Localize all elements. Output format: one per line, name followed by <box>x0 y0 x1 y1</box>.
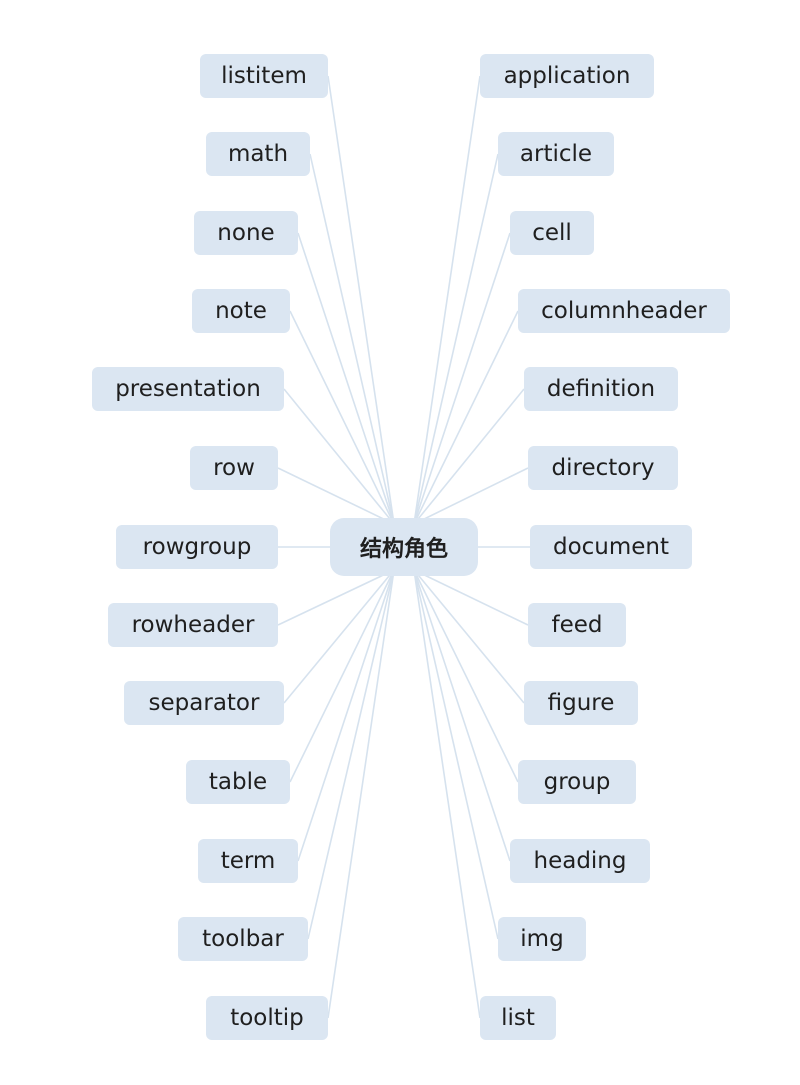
connector-line <box>413 467 529 525</box>
connector-line <box>327 75 395 525</box>
connector-line <box>413 569 511 862</box>
connector-line <box>413 569 525 704</box>
connector-line <box>413 569 529 626</box>
node-label: toolbar <box>202 925 284 952</box>
center-node: 结构角色 <box>330 518 478 576</box>
node-label: document <box>552 533 670 560</box>
connector-line <box>413 388 525 525</box>
connector-line <box>297 569 395 862</box>
left-node-math: math <box>206 132 310 176</box>
node-label: img <box>520 925 564 952</box>
right-node-directory: directory <box>528 446 678 490</box>
right-node-definition: definition <box>524 367 678 411</box>
right-node-img: img <box>498 917 586 961</box>
node-label: rowgroup <box>142 533 252 560</box>
connector-line <box>277 569 395 626</box>
connector-line <box>413 569 499 940</box>
right-node-application: application <box>480 54 654 98</box>
center-node-label: 结构角色 <box>359 537 448 562</box>
right-node-list: list <box>480 996 556 1040</box>
left-node-tooltip: tooltip <box>206 996 328 1040</box>
node-label: row <box>213 454 255 481</box>
connector-line <box>289 569 395 783</box>
right-node-group: group <box>518 760 636 804</box>
connector-line <box>413 569 481 1019</box>
left-node-table: table <box>186 760 290 804</box>
node-label: presentation <box>115 375 261 402</box>
connector-line <box>413 153 499 525</box>
right-node-columnheader: columnheader <box>518 289 730 333</box>
node-label: tooltip <box>230 1004 304 1031</box>
node-label: group <box>543 768 611 795</box>
right-node-article: article <box>498 132 614 176</box>
left-node-none: none <box>194 211 298 255</box>
connector-line <box>413 232 511 525</box>
node-label: rowheader <box>131 611 255 638</box>
node-label: heading <box>533 847 627 874</box>
connector-line <box>297 232 395 525</box>
left-node-rowheader: rowheader <box>108 603 278 647</box>
connector-line <box>283 569 395 704</box>
connector-line <box>277 467 395 525</box>
connector-line <box>413 310 519 525</box>
node-label: list <box>501 1004 535 1031</box>
node-label: application <box>503 62 631 89</box>
node-label: feed <box>551 611 603 638</box>
right-node-figure: figure <box>524 681 638 725</box>
node-label: directory <box>551 454 655 481</box>
node-label: math <box>227 140 289 167</box>
node-label: cell <box>532 219 572 246</box>
right-node-heading: heading <box>510 839 650 883</box>
left-node-presentation: presentation <box>92 367 284 411</box>
node-label: note <box>215 297 267 324</box>
right-node-feed: feed <box>528 603 626 647</box>
left-node-listitem: listitem <box>200 54 328 98</box>
node-label: none <box>217 219 275 246</box>
left-node-term: term <box>198 839 298 883</box>
node-label: listitem <box>221 62 307 89</box>
node-label: definition <box>546 375 656 402</box>
connector-line <box>413 569 519 783</box>
connector-line <box>307 569 395 940</box>
right-node-document: document <box>530 525 692 569</box>
node-label: article <box>519 140 593 167</box>
left-node-toolbar: toolbar <box>178 917 308 961</box>
node-label: figure <box>547 689 615 716</box>
right-node-cell: cell <box>510 211 594 255</box>
connector-line <box>413 75 481 525</box>
node-label: columnheader <box>541 297 707 324</box>
connector-line <box>309 153 395 525</box>
node-label: term <box>220 847 276 874</box>
left-node-note: note <box>192 289 290 333</box>
node-label: table <box>208 768 268 795</box>
left-node-separator: separator <box>124 681 284 725</box>
connector-line <box>283 388 395 525</box>
node-label: separator <box>148 689 260 716</box>
connector-line <box>327 569 395 1019</box>
left-node-rowgroup: rowgroup <box>116 525 278 569</box>
left-node-row: row <box>190 446 278 490</box>
connector-line <box>289 310 395 525</box>
